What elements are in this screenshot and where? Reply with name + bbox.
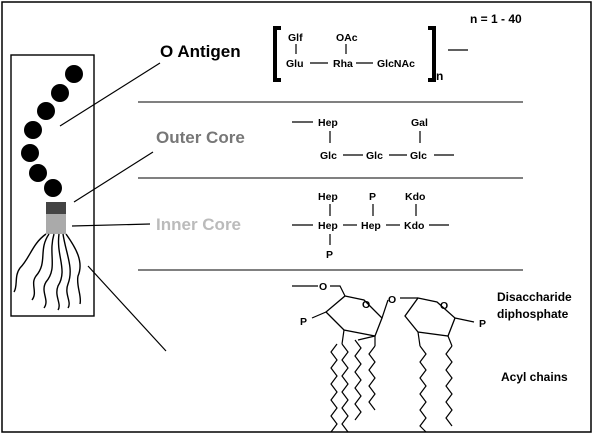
gal-label: Gal xyxy=(411,117,428,129)
glcnac-label: GlcNAc xyxy=(377,58,415,70)
o-antigen-structure: Glf OAc Glu Rha GlcNAc n n = 1 - 40 xyxy=(273,12,522,83)
glc-label-2: Glc xyxy=(366,150,383,162)
bond xyxy=(341,329,345,345)
bond xyxy=(330,285,346,297)
inner-core-pointer xyxy=(71,223,151,227)
o-antigen-label: O Antigen xyxy=(160,42,241,61)
bead xyxy=(21,144,39,162)
kdo-label: Kdo xyxy=(404,220,424,232)
acyl-chain xyxy=(330,343,338,433)
oxygen-label-2: O xyxy=(362,299,370,311)
acyl-chains-label: Acyl chains xyxy=(501,370,568,384)
inner-core-label: Inner Core xyxy=(156,215,241,234)
repeat-count: n = 1 - 40 xyxy=(470,12,522,26)
bead xyxy=(24,121,42,139)
bond xyxy=(454,317,475,323)
tail xyxy=(31,233,50,301)
tail xyxy=(62,233,71,309)
hep-1-label: Hep xyxy=(318,220,338,232)
oxygen-label-4: O xyxy=(440,300,448,312)
oxygen-label-3: O xyxy=(388,294,396,306)
right-bracket xyxy=(428,26,436,82)
pointer-lines xyxy=(59,62,167,352)
acyl-chain xyxy=(419,345,427,433)
bead xyxy=(65,65,83,83)
glc-label-3: Glc xyxy=(410,150,427,162)
o-antigen-beads xyxy=(21,65,83,197)
glc-label-1: Glc xyxy=(320,150,337,162)
bond xyxy=(381,299,389,319)
bond xyxy=(357,335,376,341)
bond xyxy=(311,311,327,319)
tail xyxy=(56,233,63,311)
hep-2-label: Hep xyxy=(361,220,381,232)
acyl-chain xyxy=(445,345,453,427)
rha-label: Rha xyxy=(333,58,353,70)
lipid-a-pointer xyxy=(87,265,167,352)
oxygen-label-1: O xyxy=(319,281,327,293)
p-bottom-label: P xyxy=(326,249,333,261)
outer-core-pointer xyxy=(73,151,154,203)
left-bracket xyxy=(273,26,281,82)
acyl-chain xyxy=(368,345,376,411)
disaccharide-label: Disaccharide xyxy=(497,290,572,304)
kdo-top-label: Kdo xyxy=(405,191,425,203)
oac-label: OAc xyxy=(336,32,358,44)
glu-label: Glu xyxy=(286,58,304,70)
tail xyxy=(13,233,47,293)
bond xyxy=(447,335,453,347)
outer-core-structure: Hep Gal Glc Glc Glc xyxy=(292,117,454,162)
bead xyxy=(37,102,55,120)
p-right-label: P xyxy=(479,318,486,330)
bond xyxy=(417,331,421,347)
bead xyxy=(51,84,69,102)
tail xyxy=(65,233,82,305)
tail xyxy=(43,233,55,309)
bead xyxy=(44,179,62,197)
hep-top-label: Hep xyxy=(318,191,338,203)
acyl-chain xyxy=(341,343,349,433)
outer-core-label: Outer Core xyxy=(156,128,245,147)
outer-core-band xyxy=(46,202,66,214)
inner-core-structure: Hep P Kdo Hep Hep Kdo P xyxy=(292,191,449,261)
repeat-subscript: n xyxy=(436,69,443,83)
acyl-tails xyxy=(13,233,82,311)
lipid-a-structure: O O P O O P xyxy=(292,281,486,433)
o-antigen-pointer xyxy=(59,62,161,127)
glf-label: Glf xyxy=(288,32,303,44)
p-top-label: P xyxy=(369,191,376,203)
acyl-chain xyxy=(354,339,362,421)
diphosphate-label: diphosphate xyxy=(497,307,569,321)
bead xyxy=(29,164,47,182)
hep-label: Hep xyxy=(318,117,338,129)
inner-core-band xyxy=(46,214,66,234)
p-left-label: P xyxy=(300,316,307,328)
